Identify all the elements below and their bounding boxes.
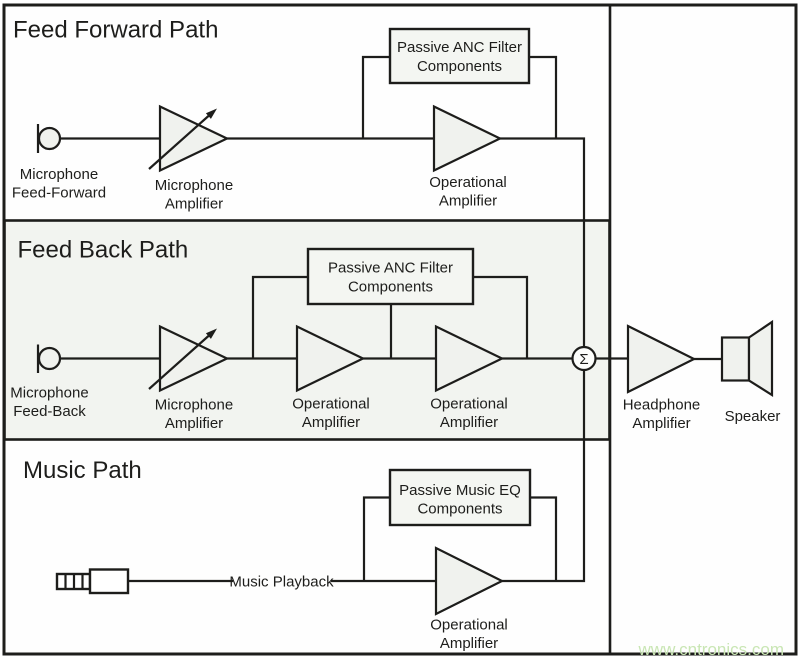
speaker-icon	[747, 319, 774, 397]
mic-amp-label-line1: Microphone	[155, 177, 233, 194]
music-eq-box-label-line2: Components	[417, 501, 502, 518]
music-section: Music Path Music Playback Passive Music …	[23, 369, 586, 652]
music-path-title: Music Path	[23, 457, 142, 484]
microphone-icon	[37, 346, 62, 371]
mic-amp-label-line2: Amplifier	[165, 196, 223, 213]
output-line-to-summer	[502, 369, 586, 583]
output-line-to-summer	[500, 137, 586, 348]
headphone-amp-label-line2: Amplifier	[632, 415, 690, 432]
opamp1-triangle	[295, 324, 366, 393]
feedback-line-left	[251, 275, 308, 359]
anc-filter-box-label-line2: Components	[348, 279, 433, 296]
opamp2-triangle	[434, 324, 505, 393]
mic-amp-label-line1: Microphone	[155, 397, 233, 414]
summer-sigma-symbol: Σ	[579, 351, 588, 368]
feedback-line-right	[473, 275, 529, 359]
opamp1-label-line2: Amplifier	[302, 414, 360, 431]
mic-ff-label-line1: Microphone	[20, 166, 98, 183]
variable-amplifier-triangle	[158, 104, 230, 173]
watermark-text: www.cntronics.com	[638, 640, 784, 659]
passive-anc-filter-box	[388, 27, 531, 85]
gain-arrow-head	[205, 108, 217, 119]
gain-arrow-head	[205, 328, 217, 339]
opamp-triangle	[432, 104, 503, 173]
mic-amp-label-line2: Amplifier	[165, 415, 223, 432]
audio-jack-icon	[88, 568, 130, 595]
feedback-line-left	[361, 55, 390, 139]
feed-forward-title: Feed Forward Path	[13, 17, 218, 44]
headphone-amp-label-line1: Headphone	[623, 397, 701, 414]
passive-music-eq-box	[388, 468, 532, 527]
mic-fb-label-line2: Feed-Back	[13, 403, 86, 420]
gain-arrow	[148, 114, 210, 170]
opamp-label-line1: Operational	[430, 617, 508, 634]
anc-filter-box-label-line1: Passive ANC Filter	[397, 39, 522, 56]
feedback-line-left	[362, 496, 390, 581]
microphone-icon	[37, 126, 62, 151]
feed-forward-section: Feed Forward Path Microphone Feed-Forwar…	[12, 17, 586, 348]
feedback-line-right	[529, 55, 558, 139]
mic-fb-label-line1: Microphone	[10, 385, 88, 402]
music-playback-label: Music Playback	[229, 574, 334, 591]
speaker-label: Speaker	[725, 408, 781, 425]
feed-back-section: Feed Back Path Microphone Feed-Back Micr…	[10, 237, 573, 432]
opamp-label-line1: Operational	[429, 174, 507, 191]
gain-arrow	[148, 334, 210, 390]
passive-anc-filter-box	[306, 247, 475, 306]
variable-amplifier-triangle	[158, 324, 230, 393]
feedback-line-right	[530, 496, 558, 581]
anc-filter-box-label-line2: Components	[417, 58, 502, 75]
opamp-triangle	[434, 546, 505, 616]
feed-back-title: Feed Back Path	[18, 237, 189, 264]
opamp1-label-line1: Operational	[292, 396, 370, 413]
opamp-label-line2: Amplifier	[439, 193, 497, 210]
speaker-icon	[720, 336, 751, 382]
opamp-label-line2: Amplifier	[440, 635, 498, 652]
mic-ff-label-line2: Feed-Forward	[12, 185, 106, 202]
opamp2-label-line2: Amplifier	[440, 414, 498, 431]
music-eq-box-label-line1: Passive Music EQ	[399, 482, 521, 499]
opamp2-label-line1: Operational	[430, 396, 508, 413]
headphone-amp-triangle	[626, 324, 697, 394]
anc-filter-box-label-line1: Passive ANC Filter	[328, 260, 453, 277]
output-stage: Σ Headphone Amplifier Speaker	[571, 319, 781, 432]
